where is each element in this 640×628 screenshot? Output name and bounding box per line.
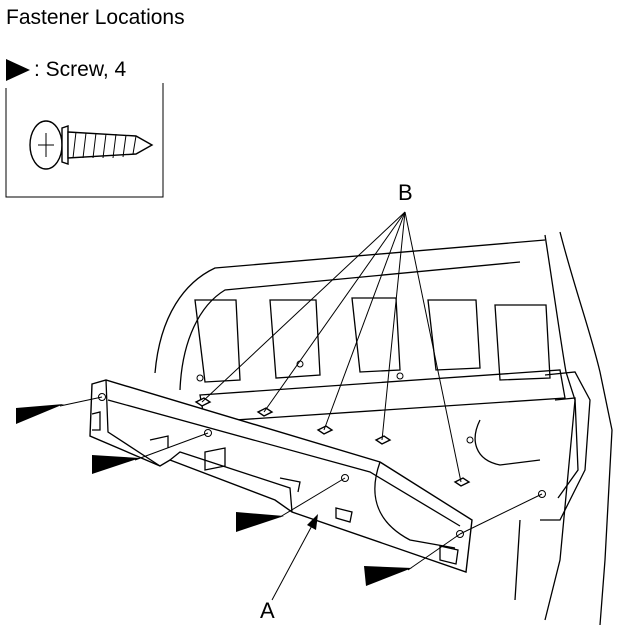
leader-line-a bbox=[271, 519, 316, 601]
screw-arrows bbox=[16, 396, 543, 586]
page-title: Fastener Locations bbox=[6, 6, 185, 29]
legend-text: : Screw, 4 bbox=[34, 58, 127, 81]
leader-arrowhead-a bbox=[307, 514, 318, 530]
screw-icon bbox=[29, 120, 154, 170]
callout-a: A bbox=[260, 598, 275, 623]
triangle-arrow-icon bbox=[6, 59, 30, 81]
screw-inset bbox=[5, 83, 164, 198]
trim-panel-a bbox=[89, 379, 546, 573]
clip-b-marks bbox=[194, 397, 471, 487]
triangle-arrow-icon bbox=[92, 432, 209, 474]
triangle-arrow-icon bbox=[236, 477, 346, 532]
legend: : Screw, 4 bbox=[6, 58, 126, 82]
callout-b: B bbox=[398, 180, 413, 205]
leader-lines-b bbox=[201, 211, 462, 483]
triangle-arrow-icon bbox=[16, 396, 103, 424]
triangle-arrow-icon bbox=[364, 493, 543, 586]
